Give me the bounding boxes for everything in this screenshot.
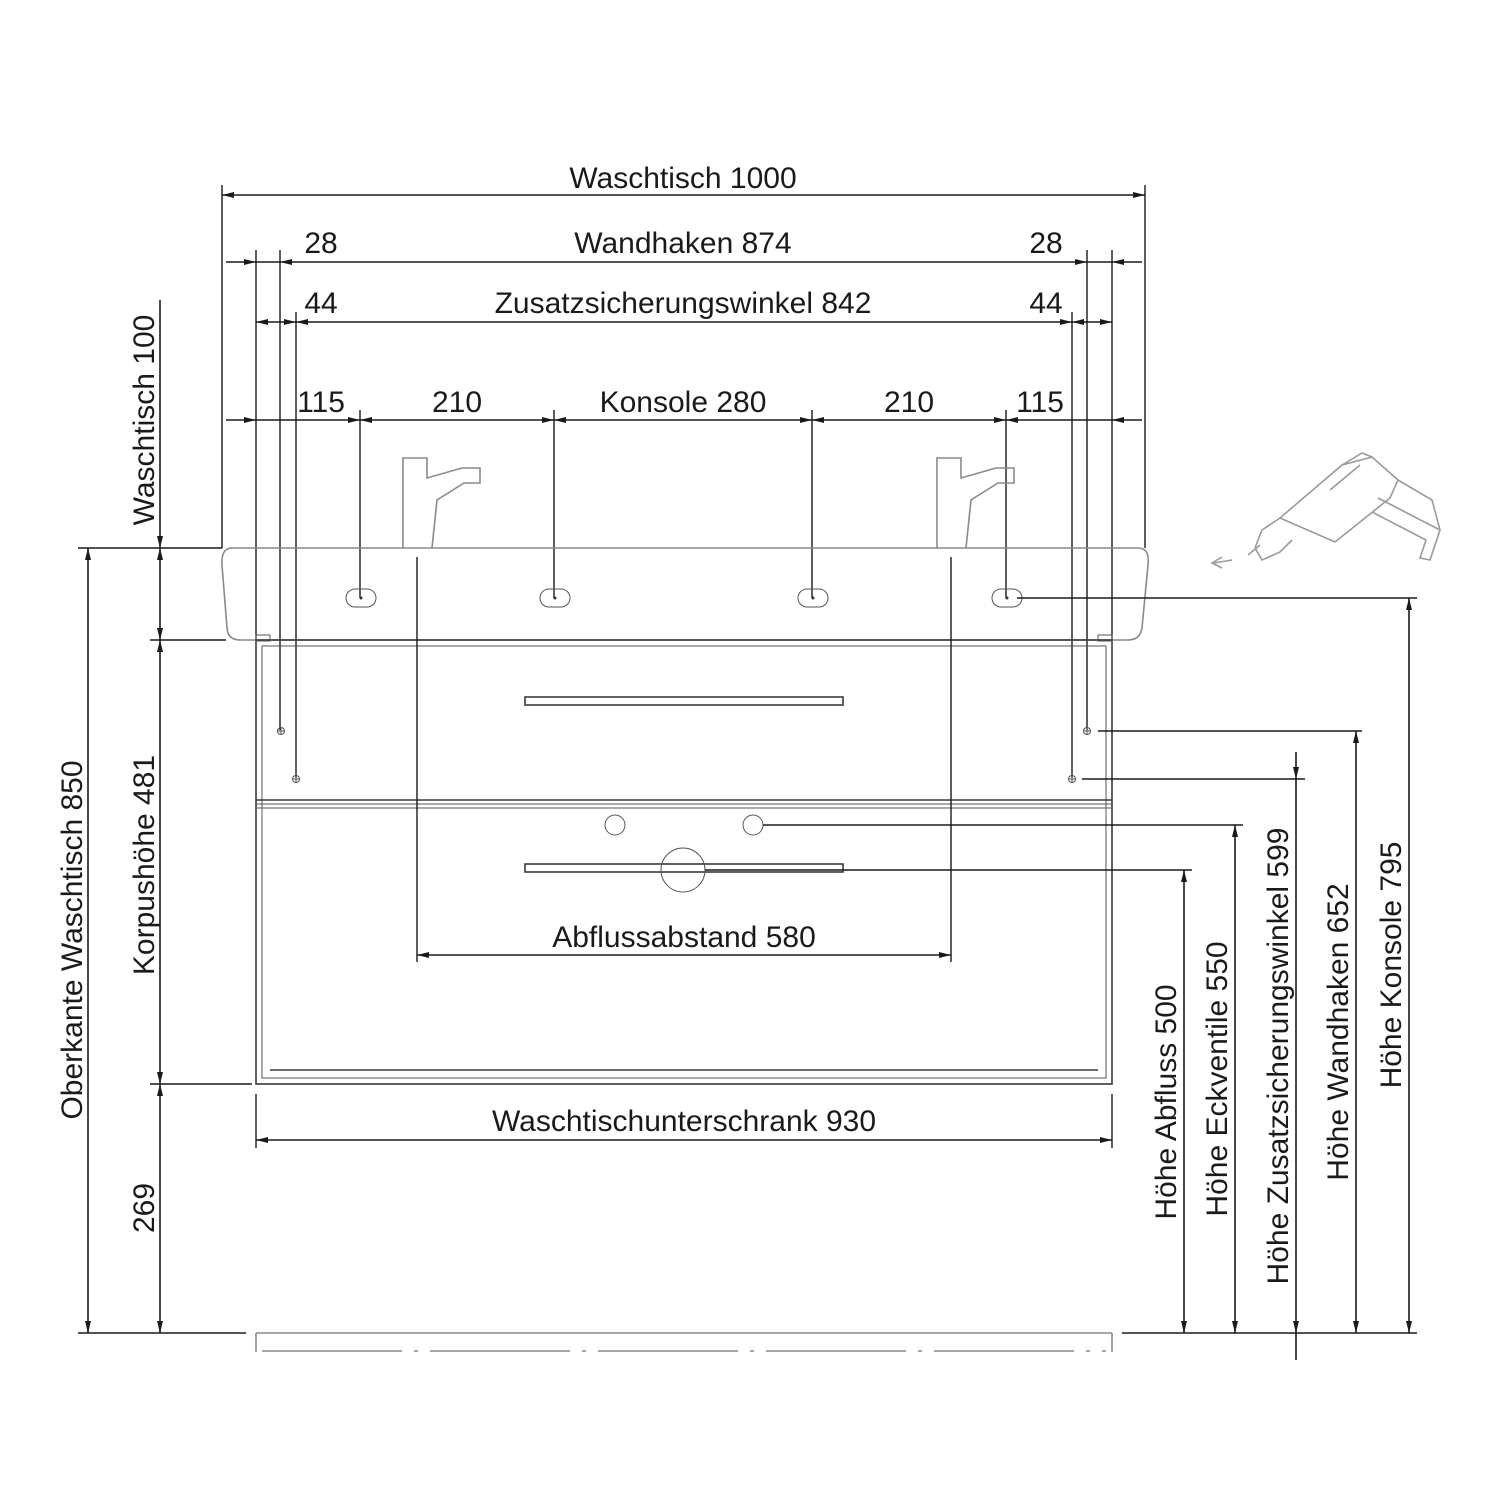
faucet-right xyxy=(936,457,1015,549)
washbasin-width-label: Waschtisch 1000 xyxy=(569,162,796,195)
angle-height-label: Höhe Zusatzsicherungswinkel 599 xyxy=(1262,828,1295,1285)
faucet-left xyxy=(402,457,481,549)
drain-distance-label: Abflussabstand 580 xyxy=(552,921,816,954)
bracket-gap-left: 210 xyxy=(432,386,482,419)
bracket-height-label: Höhe Konsole 795 xyxy=(1375,842,1408,1089)
floor xyxy=(255,1332,1113,1352)
top-dimensions: Waschtisch 1000 28 Wandhaken 874 28 44 Z… xyxy=(221,162,1146,778)
drain-distance-dimension: Abflussabstand 580 xyxy=(416,557,952,962)
hook-height-label: Höhe Wandhaken 652 xyxy=(1322,883,1355,1180)
vanity-cabinet xyxy=(255,634,1113,1085)
body-height-label: Korpushöhe 481 xyxy=(128,755,161,975)
wall-hook-offset-left: 28 xyxy=(304,227,337,260)
drill-icon xyxy=(1210,452,1441,569)
valve-right xyxy=(742,814,764,836)
drain xyxy=(660,847,706,893)
bracket-offset-left: 115 xyxy=(297,386,345,419)
right-dimensions: Höhe Abfluss 500 Höhe Eckventile 550 Höh… xyxy=(705,597,1417,1360)
left-dimensions: Waschtisch 100 Korpushöhe 481 269 Oberka… xyxy=(56,300,252,1334)
cabinet-width-dimension: Waschtischunterschrank 930 xyxy=(255,1094,1113,1148)
floor-gap-label: 269 xyxy=(128,1183,161,1233)
washbasin-height-label: Waschtisch 100 xyxy=(128,315,161,526)
top-edge-height-label: Oberkante Waschtisch 850 xyxy=(56,760,89,1119)
angle-span-label: Zusatzsicherungswinkel 842 xyxy=(495,287,872,320)
bracket-gap-right: 210 xyxy=(884,386,934,419)
screws xyxy=(277,727,1091,783)
drain-height-label: Höhe Abfluss 500 xyxy=(1150,984,1183,1219)
wall-hook-span-label: Wandhaken 874 xyxy=(574,227,791,260)
bracket-holes xyxy=(345,588,1023,608)
valve-left xyxy=(604,814,626,836)
valve-height-label: Höhe Eckventile 550 xyxy=(1201,941,1234,1216)
bracket-span-label: Konsole 280 xyxy=(600,386,767,419)
cabinet-width-label: Waschtischunterschrank 930 xyxy=(492,1105,876,1138)
drawer-handle-bottom xyxy=(524,863,844,873)
washbasin xyxy=(221,457,1150,641)
wall-hook-offset-right: 28 xyxy=(1029,227,1062,260)
angle-offset-right: 44 xyxy=(1029,287,1062,320)
bracket-offset-right: 115 xyxy=(1016,386,1064,419)
drawer-handle-top xyxy=(524,696,844,706)
angle-offset-left: 44 xyxy=(304,287,337,320)
